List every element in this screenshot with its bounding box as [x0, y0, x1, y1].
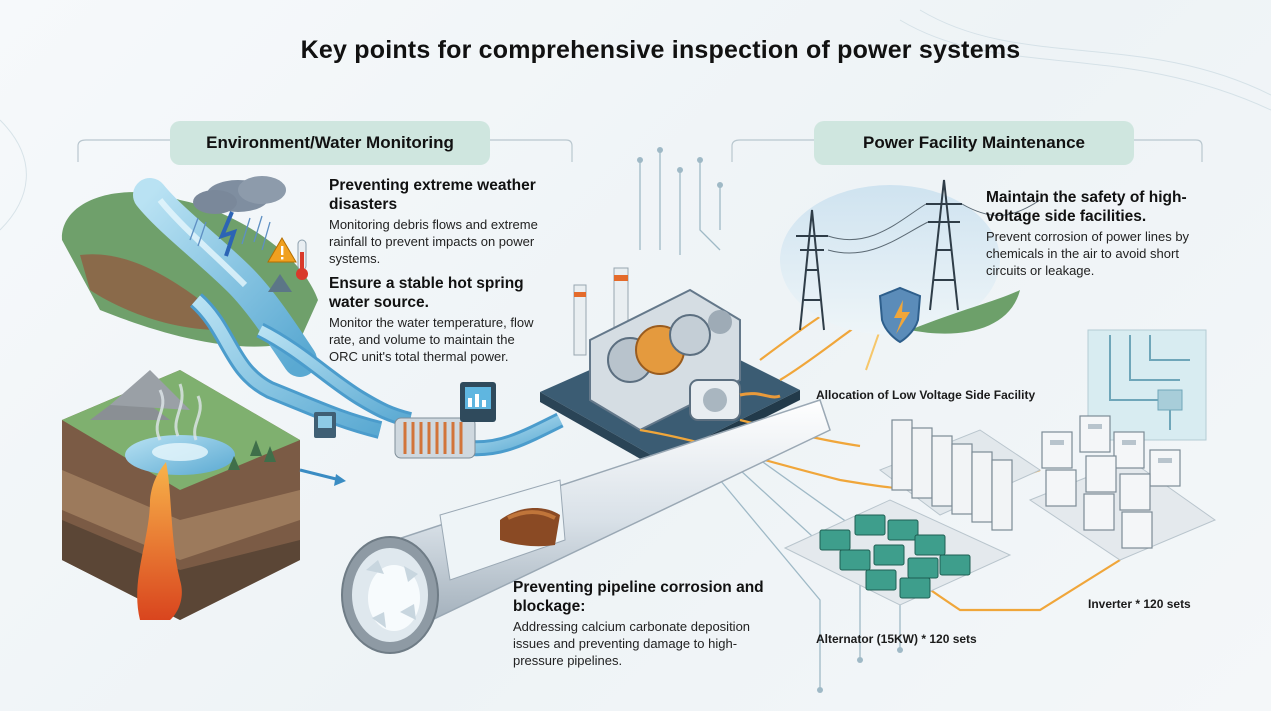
transmission-towers	[780, 179, 1041, 335]
callout-hot-spring-body: Monitor the water temperature, flow rate…	[329, 315, 534, 364]
callout-hot-spring: Ensure a stable hot spring water source.…	[329, 274, 534, 365]
label-alternator: Alternator (15KW) * 120 sets	[816, 632, 977, 646]
heat-exchanger	[394, 417, 476, 459]
callout-high-voltage: Maintain the safety of high-voltage side…	[986, 188, 1218, 279]
label-low-voltage-facility: Allocation of Low Voltage Side Facility	[816, 388, 1036, 402]
callout-pipeline-body: Addressing calcium carbonate deposition …	[513, 619, 751, 668]
label-inverter: Inverter * 120 sets	[1088, 597, 1191, 611]
callout-high-voltage-heading: Maintain the safety of high-voltage side…	[986, 189, 1187, 225]
callout-weather-heading: Preventing extreme weather disasters	[329, 177, 536, 213]
geothermal-earth-block	[62, 370, 300, 620]
warning-icon	[267, 237, 297, 263]
section-header-power-facility: Power Facility Maintenance	[814, 121, 1134, 165]
alternator-units	[783, 499, 1012, 606]
monitor-device	[460, 382, 496, 422]
water-pipes	[189, 293, 564, 486]
background-lines	[0, 9, 1271, 231]
thermometer-icon	[296, 239, 308, 280]
cutaway-pipeline	[341, 399, 831, 654]
inverter-units	[1028, 415, 1217, 561]
callout-pipeline-heading: Preventing pipeline corrosion and blocka…	[513, 579, 764, 615]
section-brackets	[77, 139, 1203, 162]
section-header-environment: Environment/Water Monitoring	[170, 121, 490, 165]
server-racks	[878, 419, 1042, 531]
storm-cloud-icon	[189, 176, 286, 257]
sensor-gauge	[314, 412, 336, 438]
river-landscape	[61, 178, 318, 377]
mountain-icon	[268, 274, 292, 292]
page-title: Key points for comprehensive inspection …	[300, 36, 1021, 64]
callout-weather: Preventing extreme weather disasters Mon…	[329, 176, 569, 267]
shield-icon	[878, 286, 922, 344]
callout-hot-spring-heading: Ensure a stable hot spring water source.	[329, 275, 524, 311]
callout-high-voltage-body: Prevent corrosion of power lines by chem…	[986, 229, 1190, 278]
callout-weather-body: Monitoring debris flows and extreme rain…	[329, 217, 538, 266]
callout-pipeline: Preventing pipeline corrosion and blocka…	[513, 578, 783, 669]
